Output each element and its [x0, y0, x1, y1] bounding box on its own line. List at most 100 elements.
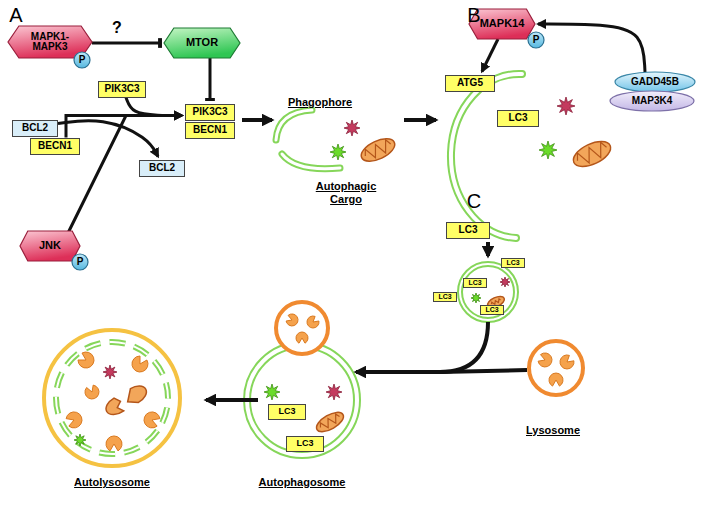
hydrolase [78, 352, 94, 368]
stage-label: Autophagosome [259, 476, 346, 489]
membrane [56, 342, 168, 454]
protein-box: LC3 [501, 258, 525, 268]
mitochondrion [103, 382, 150, 418]
mitochondrion [570, 136, 615, 171]
protein-box: LC3 [480, 305, 504, 315]
node-label: BCL2 [149, 163, 175, 174]
flow-arrow [206, 398, 258, 402]
node-label: PIK3C3 [104, 84, 139, 95]
flow-arrow [404, 118, 436, 122]
protein-box: LC3 [463, 278, 487, 288]
node-label: LC3 [296, 439, 313, 448]
node-label: LC3 [459, 225, 478, 236]
hydrolase [549, 373, 563, 386]
hydrolase [307, 316, 319, 328]
phospho-circle: P [528, 32, 544, 48]
cargo-star [344, 120, 360, 136]
cargo-star [330, 144, 346, 160]
hydrolase [560, 355, 574, 369]
node-label: P [533, 35, 540, 46]
cargo-star [557, 97, 575, 115]
phospho-circle: P [72, 254, 88, 270]
inhibition-arrow [209, 58, 212, 101]
stage-label: Autophagic Cargo [311, 180, 381, 205]
node-label: JNK [39, 240, 61, 252]
node-label: LC3 [438, 293, 451, 300]
hydrolase [85, 385, 99, 399]
hydrolase [106, 436, 122, 451]
flow-arrow [242, 118, 272, 122]
hydrolase [296, 332, 308, 343]
edge-label: ? [112, 19, 122, 37]
stage-label: Autolysosome [74, 476, 150, 489]
stage-label: Phagophore [288, 96, 352, 109]
protein-box: BCL2 [139, 160, 185, 177]
protein-box: LC3 [286, 436, 324, 452]
hydrolase [538, 353, 552, 367]
node-label: LC3 [468, 279, 481, 286]
cargo-star [74, 434, 86, 446]
lysosome-membrane [529, 341, 583, 395]
node-label: ATG5 [457, 78, 483, 89]
protein-box: LC3 [497, 110, 539, 127]
kinase-hexagon: MTOR [164, 28, 240, 58]
node-label: GADD45B [631, 77, 679, 88]
panel-letter: B [467, 4, 480, 27]
protein-box: ATG5 [445, 75, 495, 92]
protein-box: BECN1 [30, 138, 80, 155]
kinase-hexagon: JNK [20, 231, 80, 261]
cargo-star [103, 365, 117, 379]
protein-box: BCL2 [12, 120, 58, 137]
cargo-star [264, 384, 280, 400]
membrane [247, 345, 357, 455]
protein-box: BECN1 [185, 122, 235, 139]
flow-arrow [356, 322, 488, 372]
stage-label: Lysosome [526, 424, 580, 437]
node-label: MAPK1- MAPK3 [29, 32, 71, 53]
protein-box: LC3 [446, 222, 490, 239]
node-label: BECN1 [193, 125, 227, 136]
panel-letter: C [467, 190, 481, 213]
protein-box: LC3 [433, 292, 457, 302]
protein-ellipse: GADD45B [615, 72, 695, 92]
node-label: PIK3C3 [192, 107, 227, 118]
mitochondrion [314, 408, 347, 435]
hydrolase [132, 356, 148, 372]
inhibition-arrow [92, 42, 161, 45]
cargo-star [326, 384, 342, 400]
node-label: LC3 [485, 306, 498, 313]
membrane [451, 74, 522, 238]
node-label: LC3 [278, 407, 295, 416]
phospho-circle: P [74, 52, 90, 68]
node-label: P [77, 257, 84, 268]
node-label: BCL2 [22, 123, 48, 134]
activation-arrow [126, 98, 182, 116]
protein-box: LC3 [268, 404, 306, 420]
cargo-star [471, 293, 481, 303]
protein-box: PIK3C3 [185, 104, 235, 121]
protein-box: PIK3C3 [98, 81, 146, 98]
protein-ellipse: MAP3K4 [610, 91, 694, 111]
node-label: MAPK14 [480, 18, 525, 30]
flow-arrow [486, 242, 490, 256]
node-label: BECN1 [38, 141, 72, 152]
lysosome-membrane [276, 302, 328, 354]
node-label: LC3 [509, 113, 528, 124]
node-label: P [79, 55, 86, 66]
node-label: LC3 [506, 259, 519, 266]
activation-arrow [482, 39, 498, 72]
mitochondrion [358, 134, 398, 166]
hydrolase [286, 314, 298, 326]
node-label: MTOR [186, 37, 218, 49]
membrane [282, 154, 340, 169]
lysosome-membrane [44, 330, 180, 466]
panel-letter: A [9, 4, 22, 27]
node-label: MAP3K4 [632, 96, 673, 107]
hydrolase [66, 412, 82, 428]
membrane [460, 264, 516, 320]
cargo-star [539, 141, 557, 159]
cargo-star [500, 277, 510, 287]
membrane [276, 110, 312, 140]
